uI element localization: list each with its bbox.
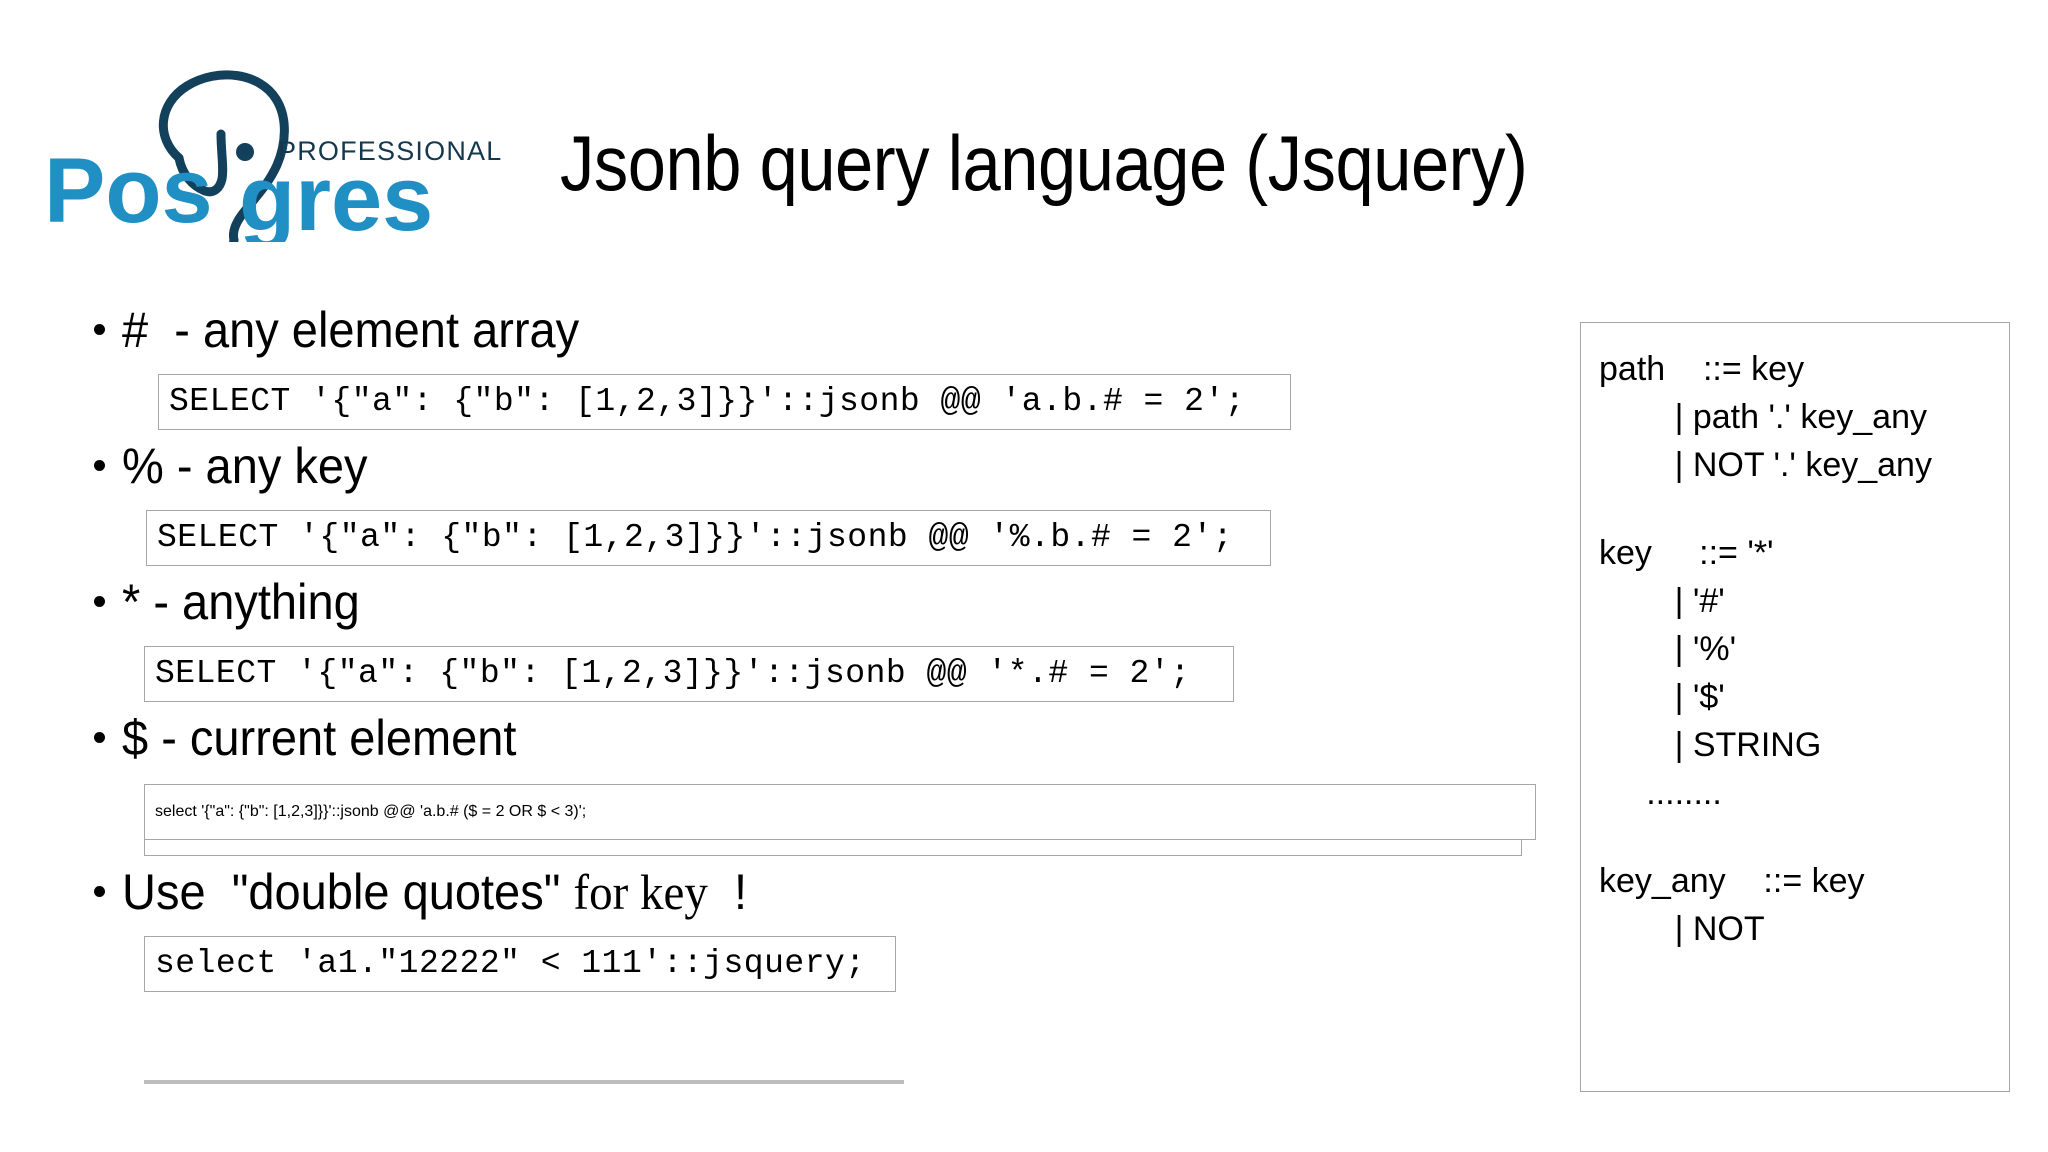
- code-box-dollar[interactable]: select '{"a": {"b": [1,2,3]}}'::jsonb @@…: [144, 784, 1536, 840]
- grammar-spacer: [1599, 817, 2009, 857]
- bullet-line: % - any key: [0, 436, 1560, 500]
- code-box-hash[interactable]: SELECT '{"a": {"b": [1,2,3]}}'::jsonb @@…: [158, 374, 1291, 430]
- bullet-label-percent: % - any key: [122, 438, 368, 494]
- bullet-line: # - any element array: [0, 300, 1560, 364]
- grammar-line: | '#': [1599, 582, 1725, 620]
- bullet-dot-icon: [94, 324, 105, 335]
- bullet-label-dollar: $ - current element: [122, 710, 517, 766]
- code-text-quotes: select 'a1."12222" < 111'::jsquery;: [155, 945, 866, 982]
- code-text-percent: SELECT '{"a": {"b": [1,2,3]}}'::jsonb @@…: [157, 519, 1234, 556]
- bullet-label-hash: # - any element array: [122, 302, 580, 358]
- code-box-quotes[interactable]: select 'a1."12222" < 111'::jsquery;: [144, 936, 896, 992]
- grammar-line: | '%': [1599, 630, 1737, 668]
- bullet-dot-icon: [94, 460, 105, 471]
- bullet-dot-icon: [94, 886, 105, 897]
- bullet-block-star: * - anything SELECT '{"a": {"b": [1,2,3]…: [0, 572, 1560, 702]
- code-box-percent[interactable]: SELECT '{"a": {"b": [1,2,3]}}'::jsonb @@…: [146, 510, 1271, 566]
- bullet-block-hash: # - any element array SELECT '{"a": {"b"…: [0, 300, 1560, 430]
- grammar-line: key_any ::= key: [1599, 862, 1865, 900]
- page-title: Jsonb query language (Jsquery): [560, 119, 1528, 207]
- logo-wordmark-text: Pos: [46, 140, 213, 242]
- code-text-dollar: select '{"a": {"b": [1,2,3]}}'::jsonb @@…: [155, 803, 587, 820]
- postgres-professional-logo: PROFESSIONAL Pos gres: [46, 52, 516, 242]
- grammar-reference-panel: path ::= key | path '.' key_any | NOT '.…: [1580, 322, 2010, 1092]
- code-text-hash: SELECT '{"a": {"b": [1,2,3]}}'::jsonb @@…: [169, 383, 1246, 420]
- grammar-line: path ::= key: [1599, 350, 1805, 388]
- grammar-spacer: [1599, 489, 2009, 529]
- elephant-logo-icon: PROFESSIONAL Pos gres: [46, 70, 502, 242]
- grammar-line: | STRING: [1599, 726, 1822, 764]
- grammar-line-ellipsis: ........: [1599, 774, 1722, 812]
- logo-eye-icon: [236, 143, 254, 161]
- bullet-block-quotes: Use "double quotes" for key ! select 'a1…: [0, 862, 1560, 992]
- bottom-edge-artifact: [144, 1080, 904, 1084]
- logo-wordmark-text-2: gres: [239, 148, 433, 242]
- grammar-line: | path '.' key_any: [1599, 398, 1927, 436]
- code-text-star: SELECT '{"a": {"b": [1,2,3]}}'::jsonb @@…: [155, 655, 1191, 692]
- bullet-list: # - any element array SELECT '{"a": {"b"…: [0, 300, 1560, 998]
- bullet-dot-icon: [94, 596, 105, 607]
- bullet-label-quotes: Use "double quotes" for key !: [122, 862, 747, 922]
- grammar-line: | '$': [1599, 678, 1725, 716]
- code-box-star[interactable]: SELECT '{"a": {"b": [1,2,3]}}'::jsonb @@…: [144, 646, 1234, 702]
- bullet-label-quotes-part1: Use "double quotes": [122, 864, 574, 920]
- bullet-dot-icon: [94, 732, 105, 743]
- code-box-dollar-outer[interactable]: select '{"a": {"b": [1,2,3]}}'::jsonb @@…: [144, 784, 1536, 856]
- grammar-line: key ::= '*': [1599, 534, 1774, 572]
- logo-tagline-text: PROFESSIONAL: [278, 136, 502, 166]
- grammar-line: | NOT: [1599, 910, 1765, 948]
- bullet-line: * - anything: [0, 572, 1560, 636]
- bullet-block-dollar: $ - current element select '{"a": {"b": …: [0, 708, 1560, 856]
- bullet-label-quotes-part2: for key: [573, 864, 708, 920]
- bullet-line: $ - current element: [0, 708, 1560, 772]
- bullet-line: Use "double quotes" for key !: [0, 862, 1560, 926]
- bullet-label-star: * - anything: [122, 574, 360, 630]
- slide-header: PROFESSIONAL Pos gres Jsonb query langua…: [0, 0, 2048, 280]
- bullet-block-percent: % - any key SELECT '{"a": {"b": [1,2,3]}…: [0, 436, 1560, 566]
- bullet-label-quotes-part3: !: [707, 864, 748, 920]
- grammar-line: | NOT '.' key_any: [1599, 446, 1932, 484]
